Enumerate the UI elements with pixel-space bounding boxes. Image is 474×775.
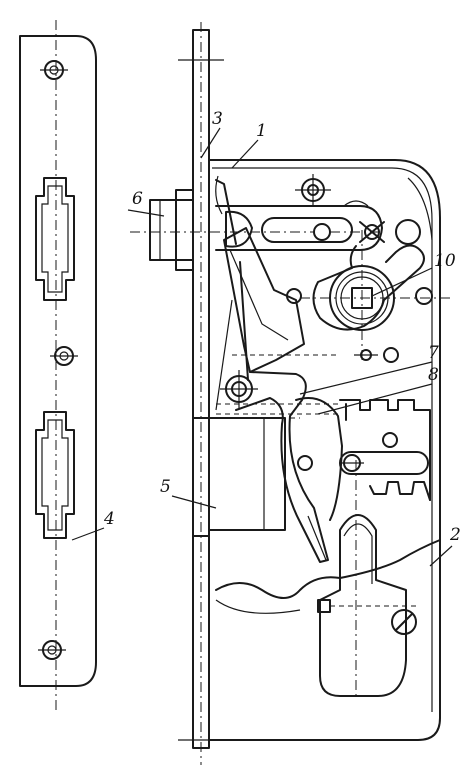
strike-screw-top (40, 60, 68, 80)
toothed-rack (297, 399, 431, 501)
callout-8: 8 (317, 365, 439, 415)
callout-5: 5 (160, 477, 217, 509)
svg-text:6: 6 (132, 189, 143, 209)
faceplate (178, 22, 224, 765)
svg-text:10: 10 (434, 251, 456, 271)
hole-hub-right (415, 287, 433, 305)
svg-text:3: 3 (212, 109, 223, 129)
callout-6: 6 (127, 189, 165, 217)
callout-3: 3 (200, 109, 223, 159)
rivet-top (295, 174, 331, 206)
svg-text:4: 4 (103, 509, 115, 529)
deadbolt-lever (235, 371, 343, 563)
latch-slide (215, 205, 383, 251)
svg-text:8: 8 (428, 365, 439, 385)
callout-2: 2 (429, 525, 461, 567)
cylinder-cutout (317, 460, 420, 700)
spring-pin (343, 200, 385, 243)
svg-text:7: 7 (428, 343, 439, 363)
spindle-hub (300, 230, 450, 360)
callout-7: 7 (299, 343, 439, 395)
strike-plate (19, 20, 97, 712)
pivot-rivet (220, 370, 258, 408)
strike-slot-lower (35, 411, 75, 539)
svg-text:1: 1 (256, 121, 267, 141)
hole-center (383, 347, 399, 363)
strike-slot-upper (35, 177, 75, 301)
strike-screw-bottom (38, 640, 66, 660)
svg-text:5: 5 (160, 477, 171, 497)
lock-case (208, 159, 441, 741)
latch-bolt (130, 189, 380, 271)
callout-1: 1 (231, 121, 267, 169)
break-line (215, 539, 441, 599)
svg-text:2: 2 (449, 525, 461, 545)
stud-upper-right (395, 219, 421, 245)
callout-10: 10 (371, 251, 456, 297)
strike-screw-middle (50, 346, 78, 366)
deadbolt (192, 417, 300, 537)
callout-4: 4 (71, 509, 115, 541)
lever-cam (215, 175, 305, 411)
